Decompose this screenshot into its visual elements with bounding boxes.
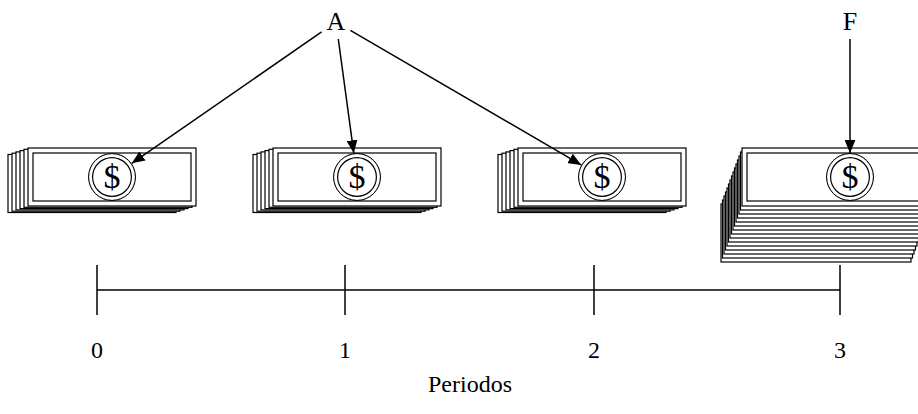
node-text: $ xyxy=(104,160,121,194)
coin-circle: $ xyxy=(88,153,136,201)
arrow-connector xyxy=(132,32,322,163)
coin-circle: $ xyxy=(578,153,626,201)
amount-symbol: F xyxy=(838,5,862,39)
node-text: A xyxy=(327,9,346,35)
period-number: 1 xyxy=(339,338,351,362)
period-number: 3 xyxy=(834,338,846,362)
timeline-tick xyxy=(839,265,841,315)
bill-stack xyxy=(498,148,686,213)
axis-title: Periodos xyxy=(428,372,512,396)
node-text: $ xyxy=(594,160,611,194)
node-text: F xyxy=(843,9,857,35)
node-text: $ xyxy=(349,160,366,194)
timeline-tick xyxy=(96,265,98,315)
timeline-tick xyxy=(593,265,595,315)
coin-circle: $ xyxy=(826,153,874,201)
bill xyxy=(514,149,682,207)
bill-border xyxy=(523,153,681,201)
timeline-tick xyxy=(344,265,346,315)
bill-border xyxy=(278,153,436,201)
bill xyxy=(28,148,196,206)
timeline-axis xyxy=(97,289,840,291)
period-number: 0 xyxy=(91,338,103,362)
bill-stack xyxy=(8,148,196,213)
bill xyxy=(273,148,441,206)
bill-border xyxy=(33,153,191,201)
timeline xyxy=(97,265,840,315)
amount-symbol: A xyxy=(322,5,351,39)
bill xyxy=(24,149,192,207)
coin-circle: $ xyxy=(333,153,381,201)
bill xyxy=(518,148,686,206)
arrow-connector xyxy=(849,39,851,153)
node-text: $ xyxy=(842,160,859,194)
arrow-connector xyxy=(338,39,353,153)
bill xyxy=(269,149,437,207)
arrow-connector xyxy=(350,30,581,165)
bill-stack xyxy=(253,148,441,213)
period-number: 2 xyxy=(588,338,600,362)
bill-border xyxy=(747,153,918,201)
bill-stack-large xyxy=(721,148,918,262)
